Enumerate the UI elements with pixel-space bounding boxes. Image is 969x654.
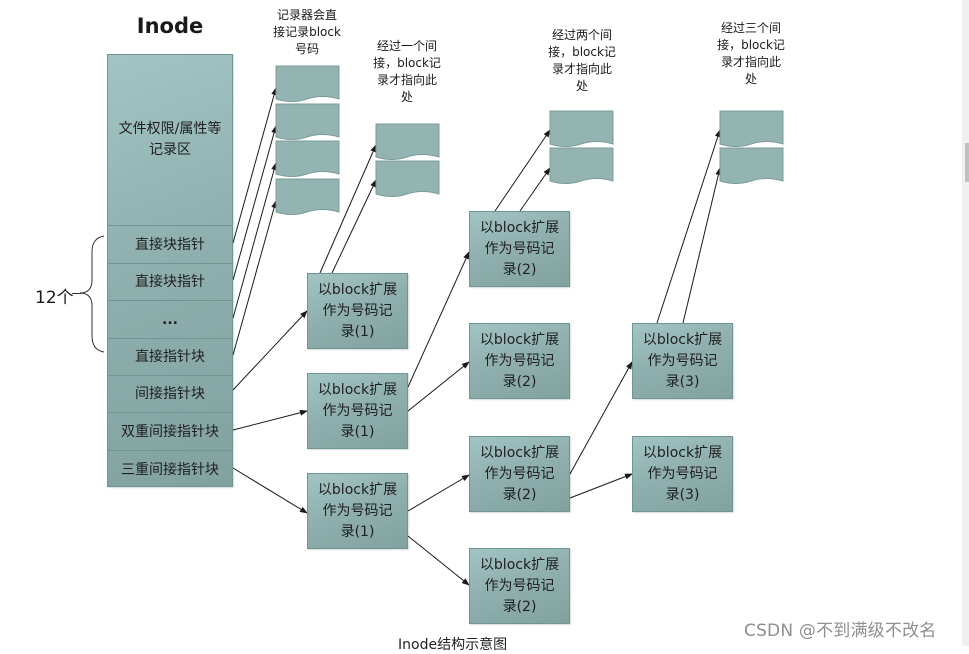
arrow-rec1-to-block-b (331, 179, 377, 274)
arrow-direct-3 (232, 162, 278, 319)
data-blocks (275, 65, 784, 215)
data-block-single-2 (375, 160, 440, 197)
data-block-single-1 (375, 123, 440, 160)
arrow-direct-4 (232, 200, 278, 356)
record-double-level2-b: 以block扩展 作为号码记 录(2) (469, 323, 570, 399)
triple-indirect-pointer: 三重间接指针块 (108, 450, 232, 488)
record-triple-level2-b: 以block扩展 作为号码记 录(2) (469, 548, 570, 624)
arrow-triple-rec1-to-rec2b (407, 535, 470, 586)
arrow-triple-rec2-to-rec3a (569, 361, 633, 475)
record-triple-level3-b: 以block扩展 作为号码记 录(3) (632, 436, 733, 512)
direct-pointer-ellipsis: ... (108, 300, 232, 338)
data-block-direct-1 (275, 65, 340, 102)
data-block-triple-1 (719, 110, 784, 147)
note-triple-indirect: 经过三个间 接，block记 录才指向此 处 (717, 21, 785, 86)
scrollbar-thumb[interactable] (965, 143, 969, 182)
arrow-triple-rec2-to-rec3b (569, 473, 633, 499)
inode-attributes-area: 文件权限/属性等 记录区 (118, 121, 222, 158)
data-block-direct-3 (275, 140, 340, 177)
arrow-double-rec1-to-rec2b (407, 361, 470, 412)
arrow-direct-1 (232, 87, 278, 244)
brace (79, 235, 105, 353)
record-double-level2-a: 以block扩展 作为号码记 录(2) (469, 211, 570, 287)
arrow-rec1-to-block-a (319, 144, 377, 274)
arrow-indirect-to-rec1 (232, 310, 308, 391)
record-single-level1: 以block扩展 作为号码记 录(1) (307, 273, 408, 349)
record-triple-level1: 以block扩展 作为号码记 录(1) (307, 473, 408, 549)
arrow-triple-to-rec1 (232, 467, 308, 514)
data-block-double-1 (549, 110, 614, 147)
data-block-direct-2 (275, 103, 340, 140)
record-triple-level2-a: 以block扩展 作为号码记 录(2) (469, 436, 570, 512)
data-block-double-2 (549, 147, 614, 184)
figure-caption: Inode结构示意图 (398, 637, 508, 653)
note-single-indirect: 经过一个间 接，block记 录才指向此 处 (373, 39, 441, 104)
inode-table: 文件权限/属性等 记录区 直接块指针 直接块指针 ... 直接指针块 间接指针块… (107, 54, 233, 487)
double-indirect-pointer: 双重间接指针块 (108, 412, 232, 450)
arrow-triple-rec3-to-block-a (656, 129, 721, 324)
direct-pointer-2: 直接块指针 (108, 263, 232, 300)
note-double-indirect: 经过两个间 接，block记 录才指向此 处 (548, 28, 616, 93)
data-block-direct-4 (275, 178, 340, 215)
csdn-watermark: CSDN @不到满级不改名 (744, 621, 937, 641)
brace-tick (72, 293, 81, 294)
record-triple-level3-a: 以block扩展 作为号码记 录(3) (632, 323, 733, 399)
arrow-triple-rec3-to-block-b (682, 167, 722, 324)
indirect-pointer: 间接指针块 (108, 375, 232, 412)
arrow-double-rec1-to-rec2a (407, 251, 470, 388)
scrollbar-track[interactable] (962, 0, 969, 646)
arrow-direct-2 (232, 125, 278, 281)
arrow-double-rec2-to-block-a (494, 129, 551, 212)
arrow-double-rec2-to-block-b (519, 167, 551, 212)
direct-pointer-count: 12个 (35, 288, 74, 308)
direct-pointer-last: 直接指针块 (108, 338, 232, 375)
diagram-title: Inode (136, 14, 204, 38)
record-double-level1: 以block扩展 作为号码记 录(1) (307, 373, 408, 449)
arrow-double-to-rec1 (232, 409, 308, 431)
data-block-triple-2 (719, 147, 784, 184)
arrow-triple-rec1-to-rec2a (407, 474, 470, 512)
direct-pointer-1: 直接块指针 (108, 225, 232, 263)
note-direct: 记录器会直 接记录block 号码 (273, 8, 341, 56)
